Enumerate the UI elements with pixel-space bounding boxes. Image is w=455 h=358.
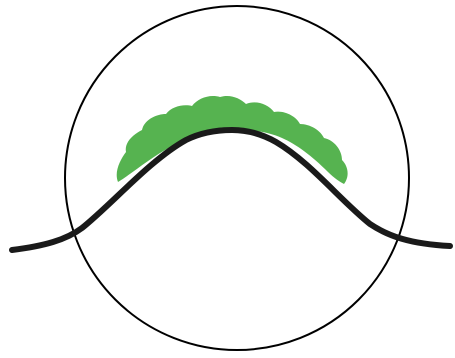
wave-curve <box>12 130 450 250</box>
boundary-circle <box>65 6 409 350</box>
